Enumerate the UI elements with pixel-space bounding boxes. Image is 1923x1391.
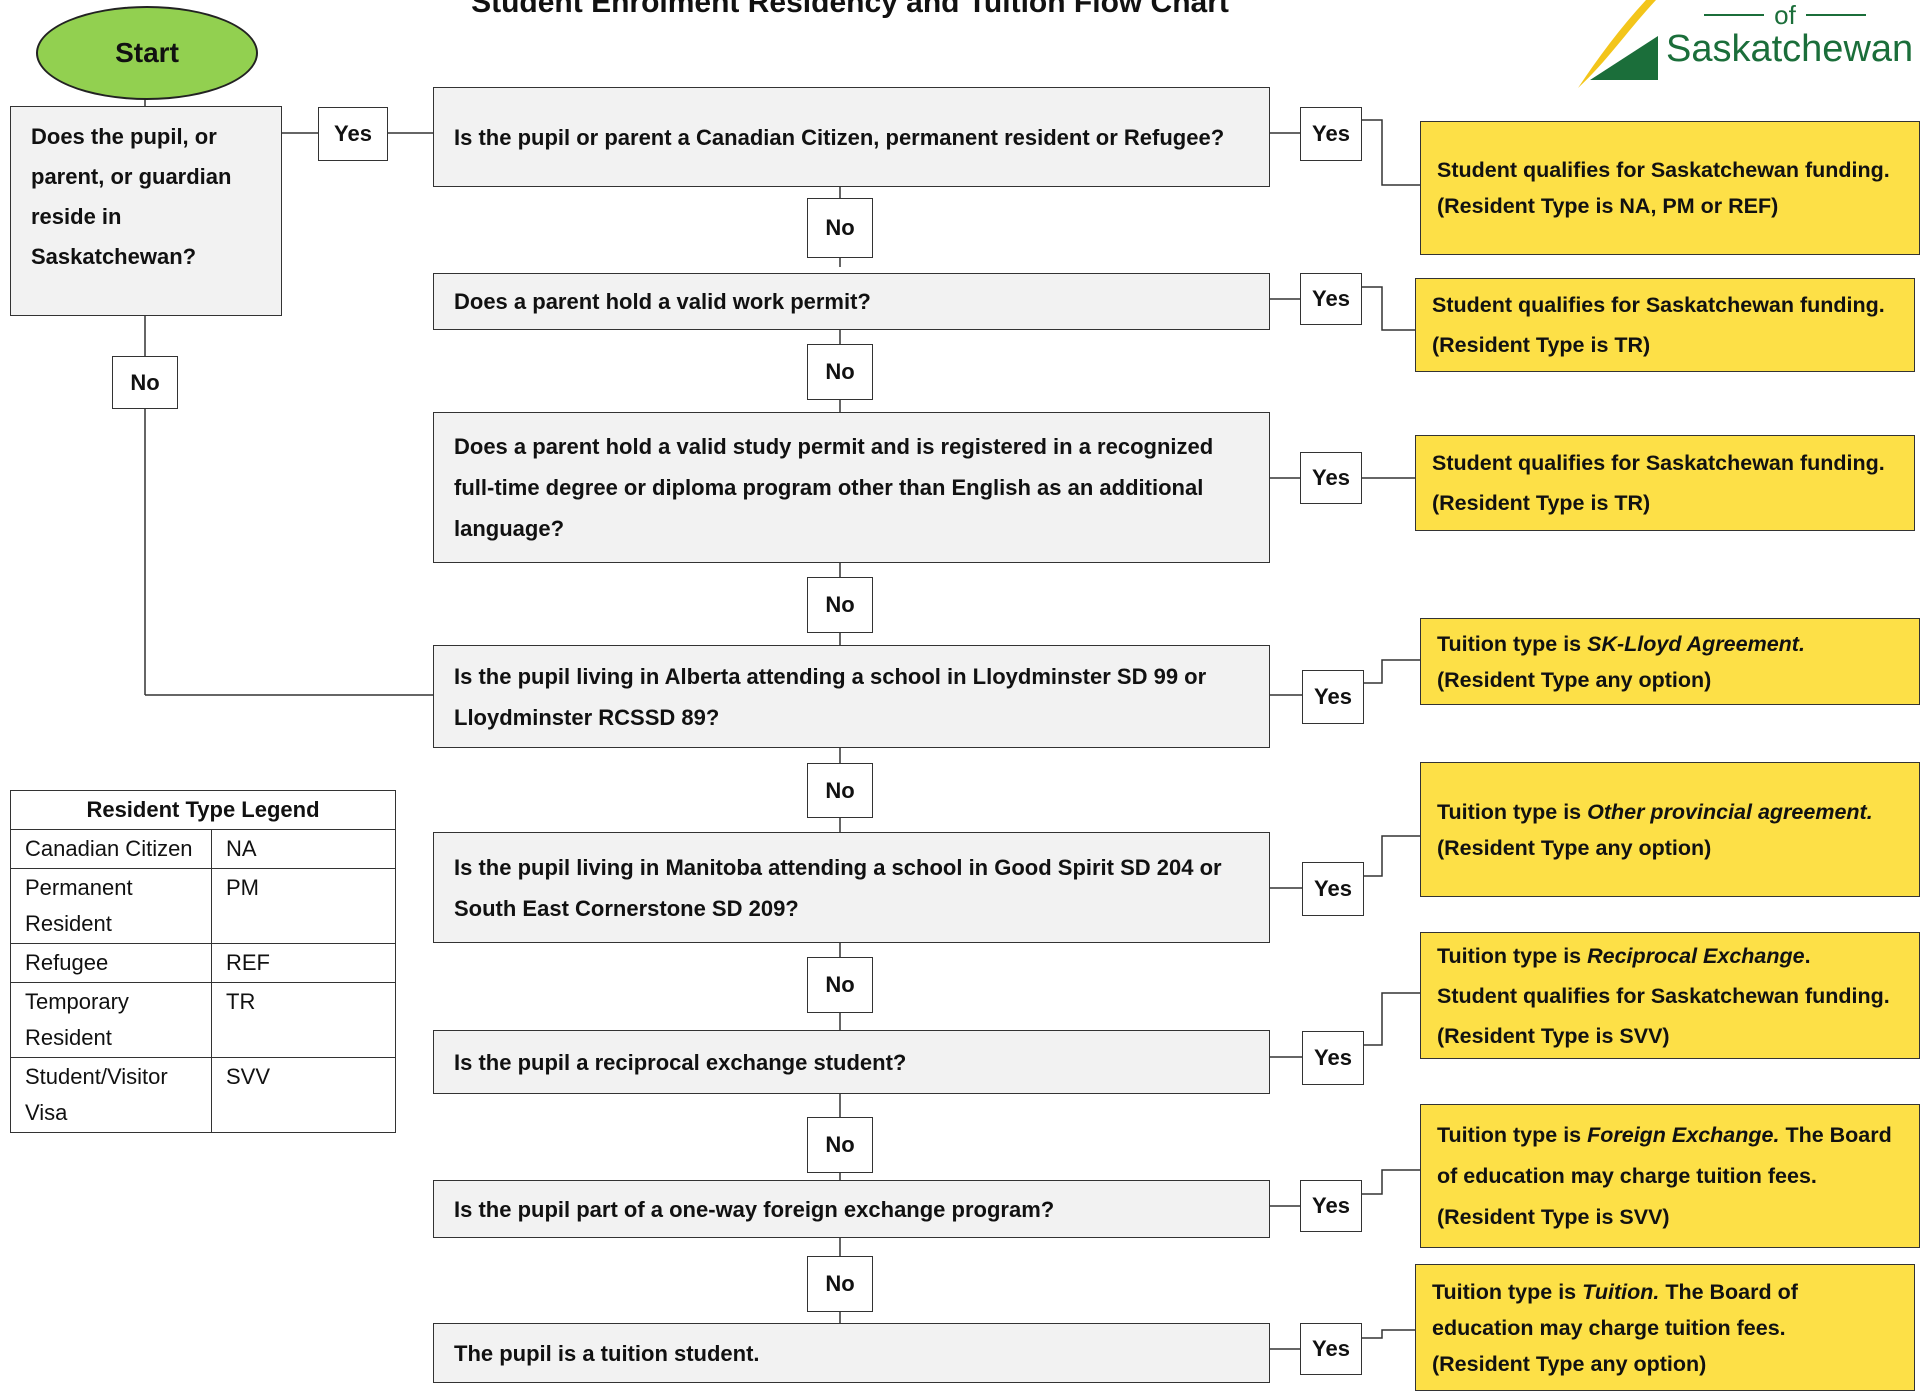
legend-title: Resident Type Legend (10, 790, 396, 830)
result-box: Tuition type is SK-Lloyd Agreement. (Res… (1420, 618, 1920, 705)
yes-label: Yes (1300, 1323, 1362, 1375)
start-label: Start (115, 37, 179, 68)
result-box: Tuition type is Reciprocal Exchange. Stu… (1420, 932, 1920, 1059)
no-label: No (807, 344, 873, 400)
no-label: No (807, 1256, 873, 1312)
question-box: Is the pupil a reciprocal exchange stude… (433, 1030, 1270, 1094)
logo-name: Saskatchewan (1666, 28, 1914, 70)
result-box: Tuition type is Foreign Exchange. The Bo… (1420, 1104, 1920, 1248)
yes-label: Yes (1302, 670, 1364, 724)
result-box: Student qualifies for Saskatchewan fundi… (1415, 278, 1915, 372)
question-box: Does a parent hold a valid study permit … (433, 412, 1270, 563)
wheat-sheaf-icon (1578, 0, 1658, 88)
saskatchewan-logo: of Saskatchewan (1538, 0, 1923, 92)
first-question-text: Does the pupil, or parent, or guardian r… (31, 124, 232, 269)
yes-label: Yes (1300, 273, 1362, 325)
question-box: Is the pupil living in Alberta attending… (433, 645, 1270, 748)
yes-label: Yes (1302, 862, 1364, 916)
yes-label: Yes (1300, 107, 1362, 161)
question-box: Does a parent hold a valid work permit? (433, 273, 1270, 330)
no-label: No (807, 1117, 873, 1173)
question-box: Is the pupil or parent a Canadian Citize… (433, 87, 1270, 187)
yes-label: Yes (1302, 1031, 1364, 1085)
result-box: Tuition type is Tuition. The Board of ed… (1415, 1264, 1915, 1391)
question-box: The pupil is a tuition student. (433, 1323, 1270, 1383)
first-yes-label: Yes (318, 107, 388, 161)
no-label: No (807, 763, 873, 818)
result-box: Tuition type is Other provincial agreeme… (1420, 762, 1920, 897)
first-no-label: No (112, 356, 178, 409)
result-box: Student qualifies for Saskatchewan fundi… (1415, 435, 1915, 531)
no-label: No (807, 198, 873, 258)
no-label: No (807, 957, 873, 1013)
no-label: No (807, 577, 873, 633)
question-box: Is the pupil part of a one-way foreign e… (433, 1180, 1270, 1238)
logo-of: of (1774, 0, 1796, 30)
yes-label: Yes (1300, 1180, 1362, 1232)
first-question-box: Does the pupil, or parent, or guardian r… (10, 106, 282, 316)
result-box: Student qualifies for Saskatchewan fundi… (1420, 121, 1920, 255)
start-node: Start (36, 6, 258, 100)
page-title: Student Enrolment Residency and Tuition … (471, 0, 1229, 19)
yes-label: Yes (1300, 452, 1362, 504)
question-box: Is the pupil living in Manitoba attendin… (433, 832, 1270, 943)
